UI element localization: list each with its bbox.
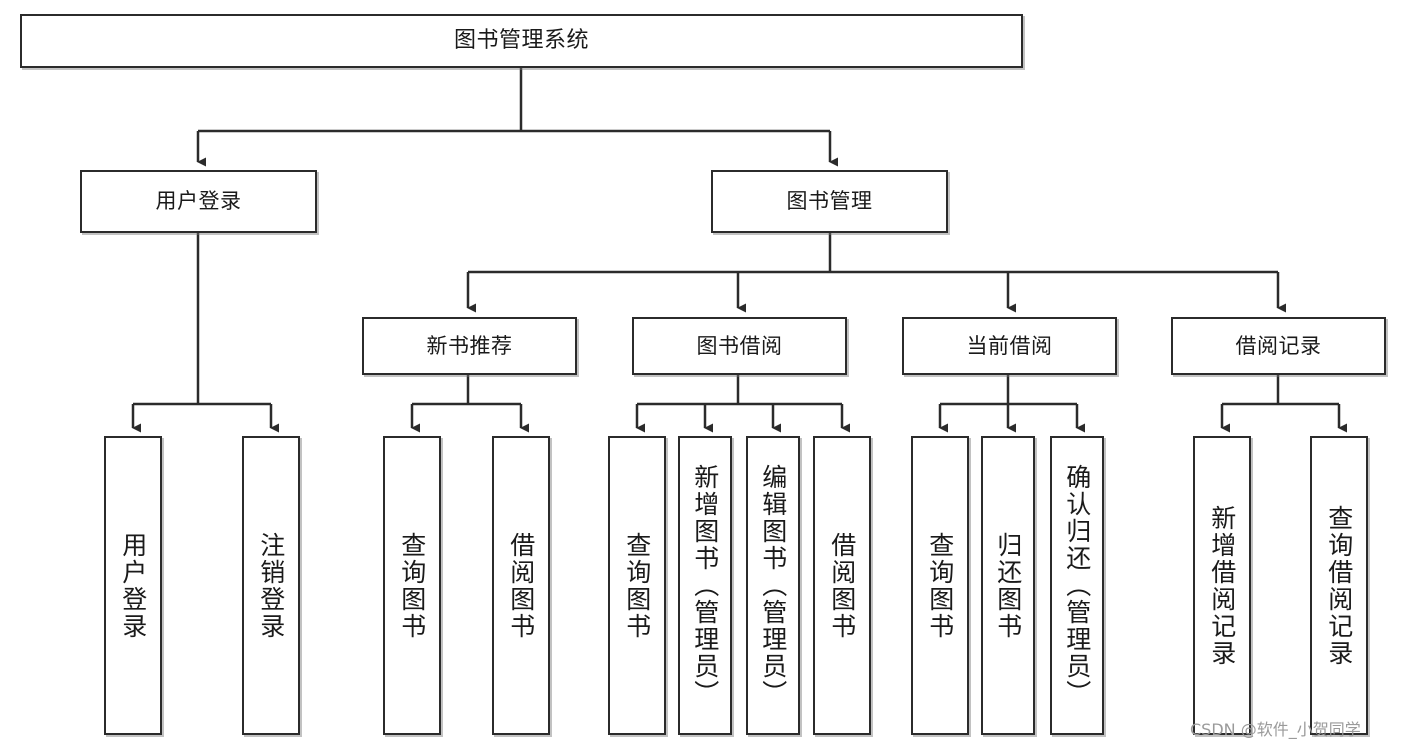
node-borrow-record[interactable]: 借阅记录 <box>1171 317 1386 375</box>
node-label: 借阅记录 <box>1235 333 1322 358</box>
node-book-management[interactable]: 图书管理 <box>711 170 948 233</box>
node-label: 新书推荐 <box>426 333 513 358</box>
node-label: 查询图书 <box>622 531 652 640</box>
node-root-book-management-system[interactable]: 图书管理系统 <box>20 14 1023 68</box>
node-current-borrow[interactable]: 当前借阅 <box>902 317 1117 375</box>
node-new-book-recommend[interactable]: 新书推荐 <box>362 317 577 375</box>
node-label: 当前借阅 <box>966 333 1053 358</box>
leaf-edit-book-admin[interactable]: 编辑图书（管理员） <box>746 436 800 735</box>
node-label: 借阅图书 <box>506 531 536 640</box>
node-label: 新增图书（管理员） <box>690 464 720 707</box>
node-user-login[interactable]: 用户登录 <box>80 170 317 233</box>
node-label: 图书借阅 <box>696 333 783 358</box>
node-label: 借阅图书 <box>827 531 857 640</box>
node-label: 图书管理 <box>786 189 873 214</box>
node-label: 查询图书 <box>925 531 955 640</box>
leaf-borrow-book-recommend[interactable]: 借阅图书 <box>492 436 550 735</box>
leaf-return-book[interactable]: 归还图书 <box>981 436 1035 735</box>
node-label: 编辑图书（管理员） <box>758 464 788 707</box>
leaf-query-book-borrow[interactable]: 查询图书 <box>608 436 666 735</box>
node-label: 用户登录 <box>118 531 148 640</box>
node-label: 查询借阅记录 <box>1324 504 1354 667</box>
node-label: 新增借阅记录 <box>1207 504 1237 667</box>
node-label: 查询图书 <box>397 531 427 640</box>
node-book-borrow[interactable]: 图书借阅 <box>632 317 847 375</box>
leaf-logout-login[interactable]: 注销登录 <box>242 436 300 735</box>
node-label: 注销登录 <box>256 531 286 640</box>
leaf-add-book-admin[interactable]: 新增图书（管理员） <box>678 436 732 735</box>
leaf-confirm-return-admin[interactable]: 确认归还（管理员） <box>1050 436 1104 735</box>
leaf-query-borrow-record[interactable]: 查询借阅记录 <box>1310 436 1368 735</box>
node-label: 归还图书 <box>993 531 1023 640</box>
leaf-query-book-current[interactable]: 查询图书 <box>911 436 969 735</box>
node-label: 图书管理系统 <box>453 28 589 54</box>
leaf-add-borrow-record[interactable]: 新增借阅记录 <box>1193 436 1251 735</box>
node-label: 用户登录 <box>155 189 242 214</box>
leaf-borrow-book[interactable]: 借阅图书 <box>813 436 871 735</box>
leaf-query-book-recommend[interactable]: 查询图书 <box>383 436 441 735</box>
leaf-user-login[interactable]: 用户登录 <box>104 436 162 735</box>
node-label: 确认归还（管理员） <box>1062 464 1092 707</box>
watermark-text: CSDN @软件_小贺同学 <box>1190 720 1361 739</box>
